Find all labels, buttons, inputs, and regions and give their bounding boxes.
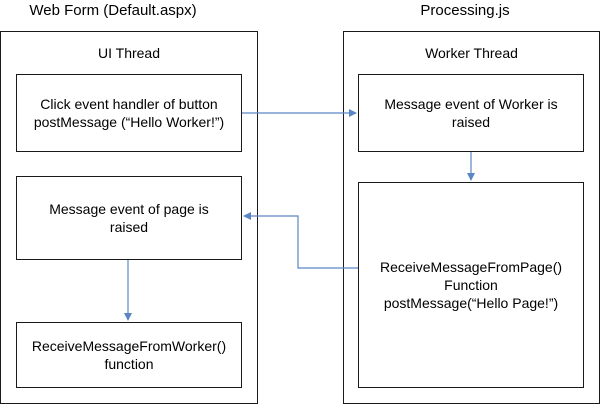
worker-message-line-2: raised xyxy=(451,114,491,130)
receive-from-worker-line-2: function xyxy=(104,356,154,372)
arrow-postmessage-to-page xyxy=(243,212,358,269)
worker-message-line-1: Message event of Worker is xyxy=(384,96,558,112)
receive-from-page-line-1: ReceiveMessageFromPage() xyxy=(379,259,563,275)
receive-from-page-box: ReceiveMessageFromPage() Function postMe… xyxy=(358,182,584,388)
click-handler-box: Click event handler of button postMessag… xyxy=(16,74,242,152)
click-handler-line-1: Click event handler of button xyxy=(40,96,218,112)
receive-from-page-line-3: postMessage(“Hello Page!”) xyxy=(383,295,559,311)
web-form-caption: Web Form (Default.aspx) xyxy=(29,2,197,19)
page-message-line-2: raised xyxy=(109,219,149,235)
receive-from-worker-line-1: ReceiveMessageFromWorker() xyxy=(31,338,227,354)
worker-thread-heading: Worker Thread xyxy=(425,45,518,61)
worker-message-event-box: Message event of Worker is raised xyxy=(358,74,584,152)
receive-from-worker-box: ReceiveMessageFromWorker() function xyxy=(16,322,242,388)
page-message-event-box: Message event of page is raised xyxy=(16,176,242,260)
receive-from-page-line-2: Function xyxy=(444,277,498,293)
processing-js-caption: Processing.js xyxy=(420,2,510,19)
page-message-line-1: Message event of page is xyxy=(49,201,209,217)
ui-thread-heading: UI Thread xyxy=(98,45,160,61)
click-handler-line-2: postMessage (“Hello Worker!”) xyxy=(33,114,225,130)
